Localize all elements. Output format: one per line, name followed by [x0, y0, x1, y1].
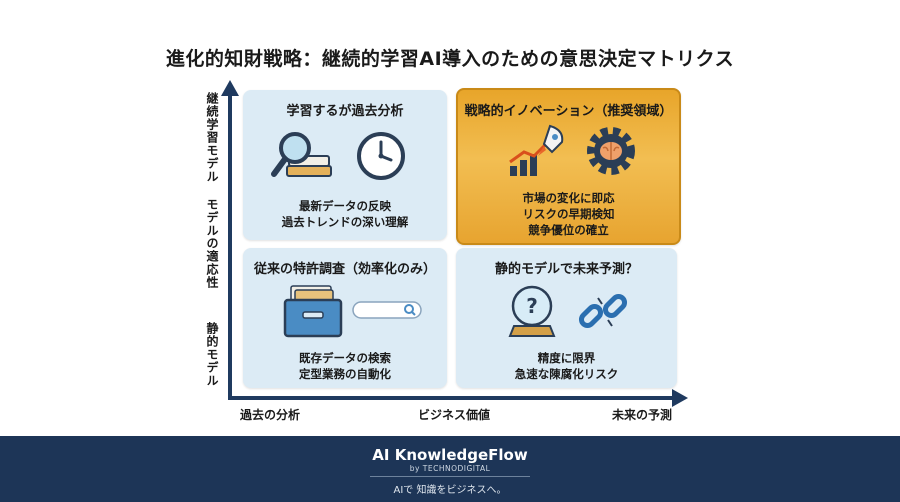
- x-axis-arrow-icon: [672, 389, 688, 407]
- quadrant-line: 最新データの反映: [299, 199, 391, 213]
- search-bar-icon: [352, 301, 422, 319]
- brand-subtitle: by TECHNODIGITAL: [409, 464, 491, 473]
- quadrant-line: 競争優位の確立: [528, 223, 609, 237]
- quadrant-title: 戦略的イノベーション（推奨領域）: [464, 104, 673, 119]
- quadrant-line: 定型業務の自動化: [299, 367, 391, 381]
- quadrant-body: 市場の変化に即応 リスクの早期検知 競争優位の確立: [458, 190, 679, 238]
- rocket-growth-icon: [509, 124, 564, 176]
- y-axis-arrow-icon: [221, 80, 239, 96]
- quadrant-title: 静的モデルで未来予測？: [494, 262, 638, 277]
- brand-tagline: AIで 知識をビジネスへ。: [393, 485, 507, 496]
- quadrant-top-left: 学習するが過去分析 最新データの反映 過去トレンドの深い理解: [243, 90, 447, 240]
- quadrant-line: 市場の変化に即応: [522, 191, 615, 205]
- x-axis-line: [228, 396, 674, 400]
- quadrant-bottom-right: 静的モデルで未来予測？ ? 精度に限界 急速な陳腐化リスク: [456, 248, 677, 388]
- brand-name: AI KnowledgeFlow: [372, 446, 528, 464]
- quadrant-title: 学習するが過去分析: [286, 104, 404, 119]
- quadrant-line: リスクの早期検知: [522, 207, 615, 221]
- magnifier-book-icon: [271, 132, 332, 177]
- quadrant-bottom-left: 従来の特許調査（効率化のみ） 既存データの検索 定型業務の自動化: [243, 248, 447, 388]
- broken-chain-icon: [578, 293, 628, 329]
- quadrant-line: 精度に限界: [537, 351, 596, 365]
- brain-gear-icon: [587, 127, 635, 175]
- y-axis-label-mid: モデルの適応性: [205, 198, 219, 289]
- y-axis-label-top: 継続学習モデル: [205, 92, 219, 183]
- x-axis-label-right: 未来の予測: [612, 408, 673, 422]
- crystal-ball-icon: ?: [508, 285, 556, 337]
- quadrant-body: 最新データの反映 過去トレンドの深い理解: [243, 198, 447, 230]
- quadrant-line: 既存データの検索: [299, 351, 391, 365]
- y-axis-label-bottom: 静的モデル: [205, 322, 219, 387]
- y-axis-line: [228, 92, 232, 398]
- quadrant-title: 従来の特許調査（効率化のみ）: [253, 262, 436, 277]
- svg-text:?: ?: [526, 294, 538, 318]
- x-axis-label-mid: ビジネス価値: [418, 408, 491, 422]
- quadrant-body: 精度に限界 急速な陳腐化リスク: [456, 350, 677, 382]
- quadrant-body: 既存データの検索 定型業務の自動化: [243, 350, 447, 382]
- brand-divider: [370, 476, 530, 477]
- clock-icon: [357, 132, 405, 180]
- footer-banner: AI KnowledgeFlow by TECHNODIGITAL AIで 知識…: [0, 436, 900, 502]
- page-title: 進化的知財戦略：継続的学習AI導入のための意思決定マトリクス: [165, 48, 735, 70]
- quadrant-line: 過去トレンドの深い理解: [281, 215, 409, 229]
- x-axis-label-left: 過去の分析: [240, 408, 301, 422]
- quadrant-top-right: 戦略的イノベーション（推奨領域） 市場の変化に即応 リスクの早期検知 競争優位の…: [456, 88, 681, 245]
- file-drawer-icon: [283, 285, 343, 338]
- quadrant-line: 急速な陳腐化リスク: [514, 367, 619, 381]
